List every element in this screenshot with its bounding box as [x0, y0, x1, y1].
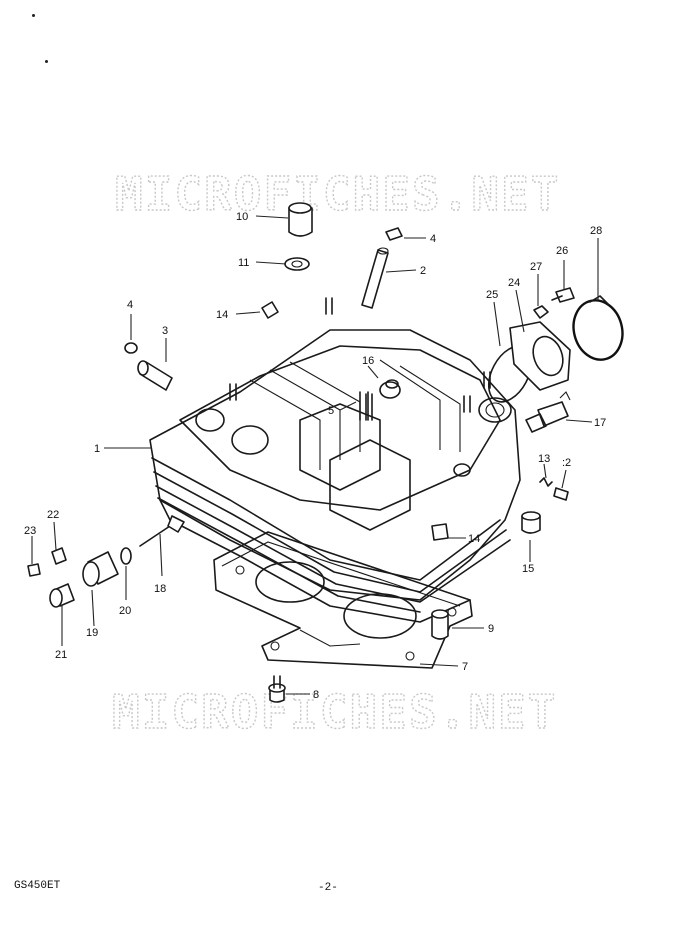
part-2-pipe — [361, 247, 389, 309]
callout-21: 21 — [55, 649, 67, 661]
part-18-plug-bolt — [139, 515, 185, 547]
callout-9: 9 — [488, 623, 494, 635]
part-19-cap — [82, 551, 119, 587]
part-23-screw — [27, 563, 41, 577]
part-10-cap — [288, 202, 313, 237]
part-4-clip-top — [385, 227, 403, 241]
callout-13: 13 — [538, 453, 550, 465]
part-21-plug — [49, 583, 75, 608]
part-3-dowel — [137, 360, 173, 391]
callout-28: 28 — [590, 225, 602, 237]
callout-2: 2 — [420, 265, 426, 277]
callout-27: 27 — [530, 261, 542, 273]
callout-17: 17 — [594, 417, 606, 429]
part-20-o-ring — [120, 547, 132, 565]
callout-16: 16 — [362, 355, 374, 367]
part-28-hose-clamp — [572, 295, 624, 361]
callout-10: 10 — [236, 211, 248, 223]
callout-24: 24 — [508, 277, 520, 289]
callout-11: 11 — [238, 257, 249, 269]
callout-19: 19 — [86, 627, 98, 639]
callout-5: 5 — [328, 405, 334, 417]
watermark-bottom: MICROFICHES.NET — [112, 685, 557, 739]
part-5-stud — [365, 393, 373, 421]
callout-4-left: 4 — [127, 299, 133, 311]
watermark-top: MICROFICHES.NET — [115, 167, 560, 221]
part-16-bolt — [385, 379, 399, 389]
part-14-plug-lower — [431, 523, 449, 541]
part-15-cap — [521, 511, 541, 534]
callout-8: 8 — [313, 689, 319, 701]
model-code: GS450ET — [14, 880, 61, 892]
callout-26: 26 — [556, 245, 568, 257]
part-22-washer — [51, 547, 67, 565]
callout-labels: 10 11 4 2 14 4 3 1 16 5 17 25 24 27 26 2… — [24, 211, 606, 701]
callout-20: 20 — [119, 605, 131, 617]
part-13-spring — [539, 477, 553, 487]
callout-14-upper: 14 — [216, 309, 228, 321]
part-12-bolt — [553, 487, 569, 501]
part-17-temperature-sensor — [525, 391, 571, 433]
part-27-nut — [533, 305, 549, 319]
callout-22: 22 — [47, 509, 59, 521]
callout-23: 23 — [24, 525, 36, 537]
callout-25: 25 — [486, 289, 498, 301]
callout-3: 3 — [162, 325, 168, 337]
part-26-screw — [551, 287, 575, 303]
cylinder-head-gasket — [213, 531, 473, 669]
callout-7: 7 — [462, 661, 468, 673]
cylinder-head — [149, 297, 521, 623]
part-24-intake-pipe — [509, 321, 571, 391]
leader-lines — [31, 215, 599, 695]
callout-1: 1 — [94, 443, 100, 455]
callout-15: 15 — [522, 563, 534, 575]
part-4-ring-left — [124, 342, 138, 354]
callout-4-top: 4 — [430, 233, 436, 245]
part-11-washer — [284, 257, 310, 271]
part-9-dowel — [431, 609, 449, 640]
part-8-bolt — [268, 675, 286, 703]
callout-18: 18 — [154, 583, 166, 595]
scan-speck — [45, 60, 48, 63]
callout-14-lower: 14 — [468, 533, 480, 545]
scan-speck — [32, 14, 35, 17]
callout-12: :2 — [562, 457, 571, 469]
part-14-clip-left — [261, 301, 279, 319]
page-number: -2- — [318, 882, 338, 894]
